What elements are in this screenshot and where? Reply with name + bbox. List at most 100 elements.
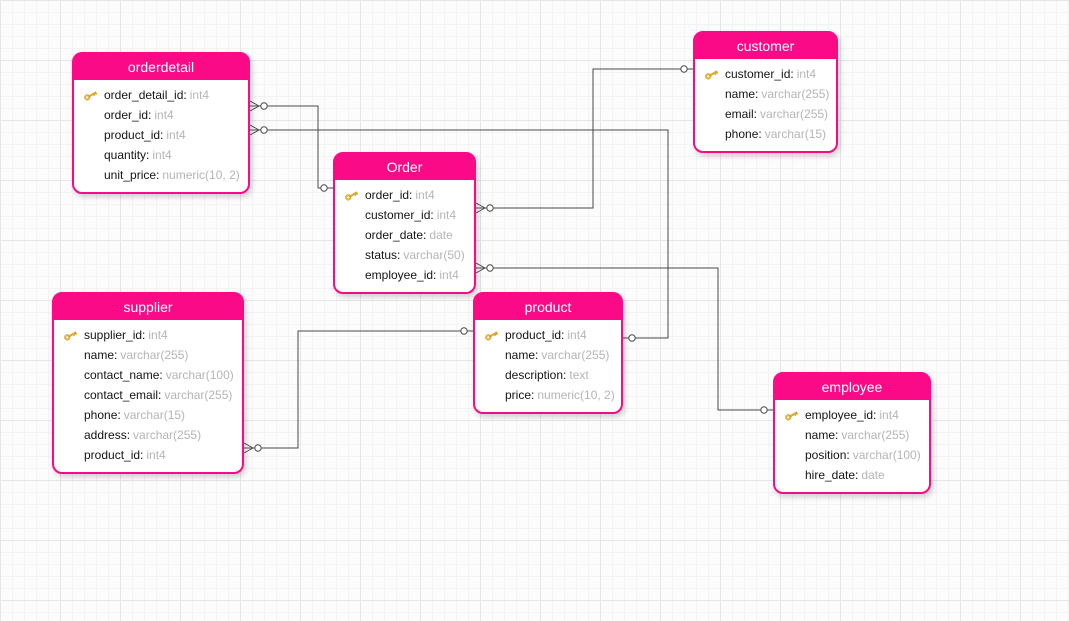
field-name: quantity: [104,148,150,162]
relationship-supplier-product_id-to-product[interactable] [244,330,473,449]
field-name: name: [84,348,118,362]
field-row-order-status[interactable]: status:varchar(50) [335,245,474,265]
field-name: email: [725,107,758,121]
field-row-order-order_id[interactable]: order_id:int4 [335,185,474,205]
field-row-supplier-supplier_id[interactable]: supplier_id:int4 [54,325,242,345]
field-name: customer_id: [725,67,794,81]
field-name: customer_id: [365,208,434,222]
cardinality-circle [628,334,636,342]
field-indent [63,427,84,443]
field-indent [83,127,104,143]
entity-title-orderdetail[interactable]: orderdetail [74,54,248,80]
field-name: supplier_id: [84,328,146,342]
primary-key-icon [64,330,78,340]
field-name: description: [505,368,567,382]
field-indent [784,427,805,443]
field-type: int4 [189,88,210,102]
field-name: product_id: [84,448,144,462]
field-type: int4 [879,408,899,422]
primary-key-icon [84,90,98,100]
entity-title-employee[interactable]: employee [775,374,929,400]
field-type: varchar(255) [541,348,610,362]
field-name: unit_price: [104,168,160,182]
field-type: int4 [152,148,172,162]
field-name: phone: [84,408,121,422]
field-row-order-order_date[interactable]: order_date:date [335,225,474,245]
crow-foot-line [243,442,254,449]
field-row-customer-phone[interactable]: phone:varchar(15) [695,124,836,144]
cardinality-circle [680,65,688,73]
field-type: varchar(255) [164,388,233,402]
field-type: varchar(255) [841,428,910,442]
crow-foot-line [249,129,260,136]
field-indent [63,347,84,363]
field-name: order_date: [365,228,427,242]
field-indent [784,447,805,463]
field-row-supplier-product_id[interactable]: product_id:int4 [54,445,242,465]
field-indent [484,347,505,363]
field-indent [63,367,84,383]
crow-foot-line [243,447,254,454]
field-type: varchar(50) [403,248,465,262]
field-name: address: [84,428,131,442]
entity-title-product[interactable]: product [475,294,621,320]
primary-key-icon [785,410,799,420]
field-row-orderdetail-quantity[interactable]: quantity:int4 [74,145,248,165]
field-row-order-employee_id[interactable]: employee_id:int4 [335,265,474,285]
field-row-order-customer_id[interactable]: customer_id:int4 [335,205,474,225]
entity-title-order[interactable]: Order [335,154,474,180]
crow-foot-line [475,202,486,209]
field-row-supplier-name[interactable]: name:varchar(255) [54,345,242,365]
field-row-orderdetail-product_id[interactable]: product_id:int4 [74,125,248,145]
field-type: varchar(255) [120,348,189,362]
relationship-order-employee_id-to-employee[interactable] [476,267,773,411]
field-name: order_id: [104,108,152,122]
field-row-supplier-address[interactable]: address:varchar(255) [54,425,242,445]
cardinality-circle [486,204,494,212]
field-name: position: [805,448,850,462]
crow-foot-line [475,267,486,274]
field-row-customer-name[interactable]: name:varchar(255) [695,84,836,104]
field-row-product-product_id[interactable]: product_id:int4 [475,325,621,345]
relationship-orderdetail-order_id-to-order[interactable] [250,105,333,189]
field-row-employee-employee_id[interactable]: employee_id:int4 [775,405,929,425]
field-row-supplier-contact_email[interactable]: contact_email:varchar(255) [54,385,242,405]
field-row-employee-hire_date[interactable]: hire_date:date [775,465,929,485]
primary-key-slot [63,327,84,343]
field-row-orderdetail-order_id[interactable]: order_id:int4 [74,105,248,125]
field-row-product-name[interactable]: name:varchar(255) [475,345,621,365]
primary-key-slot [704,66,725,82]
field-row-supplier-contact_name[interactable]: contact_name:varchar(100) [54,365,242,385]
relationship-orderdetail-product_id-to-product[interactable] [250,129,669,339]
field-indent [63,407,84,423]
field-type: int4 [796,67,817,81]
field-row-orderdetail-unit_price[interactable]: unit_price:numeric(10, 2) [74,165,248,185]
field-row-employee-name[interactable]: name:varchar(255) [775,425,929,445]
cardinality-circle [760,406,768,414]
field-row-employee-position[interactable]: position:varchar(100) [775,445,929,465]
field-row-customer-customer_id[interactable]: customer_id:int4 [695,64,836,84]
primary-key-icon [705,69,719,79]
field-row-orderdetail-order_detail_id[interactable]: order_detail_id:int4 [74,85,248,105]
entity-title-supplier[interactable]: supplier [54,294,242,320]
field-name: order_id: [365,188,413,202]
field-indent [344,267,365,283]
field-row-product-price[interactable]: price:numeric(10, 2) [475,385,621,405]
field-type: int4 [436,208,457,222]
field-indent [344,207,365,223]
entity-title-customer[interactable]: customer [695,33,836,59]
field-row-customer-email[interactable]: email:varchar(255) [695,104,836,124]
field-row-product-description[interactable]: description:text [475,365,621,385]
field-name: order_detail_id: [104,88,187,102]
relationship-order-customer_id-to-customer[interactable] [476,68,693,209]
field-name: employee_id: [805,408,877,422]
field-row-supplier-phone[interactable]: phone:varchar(15) [54,405,242,425]
